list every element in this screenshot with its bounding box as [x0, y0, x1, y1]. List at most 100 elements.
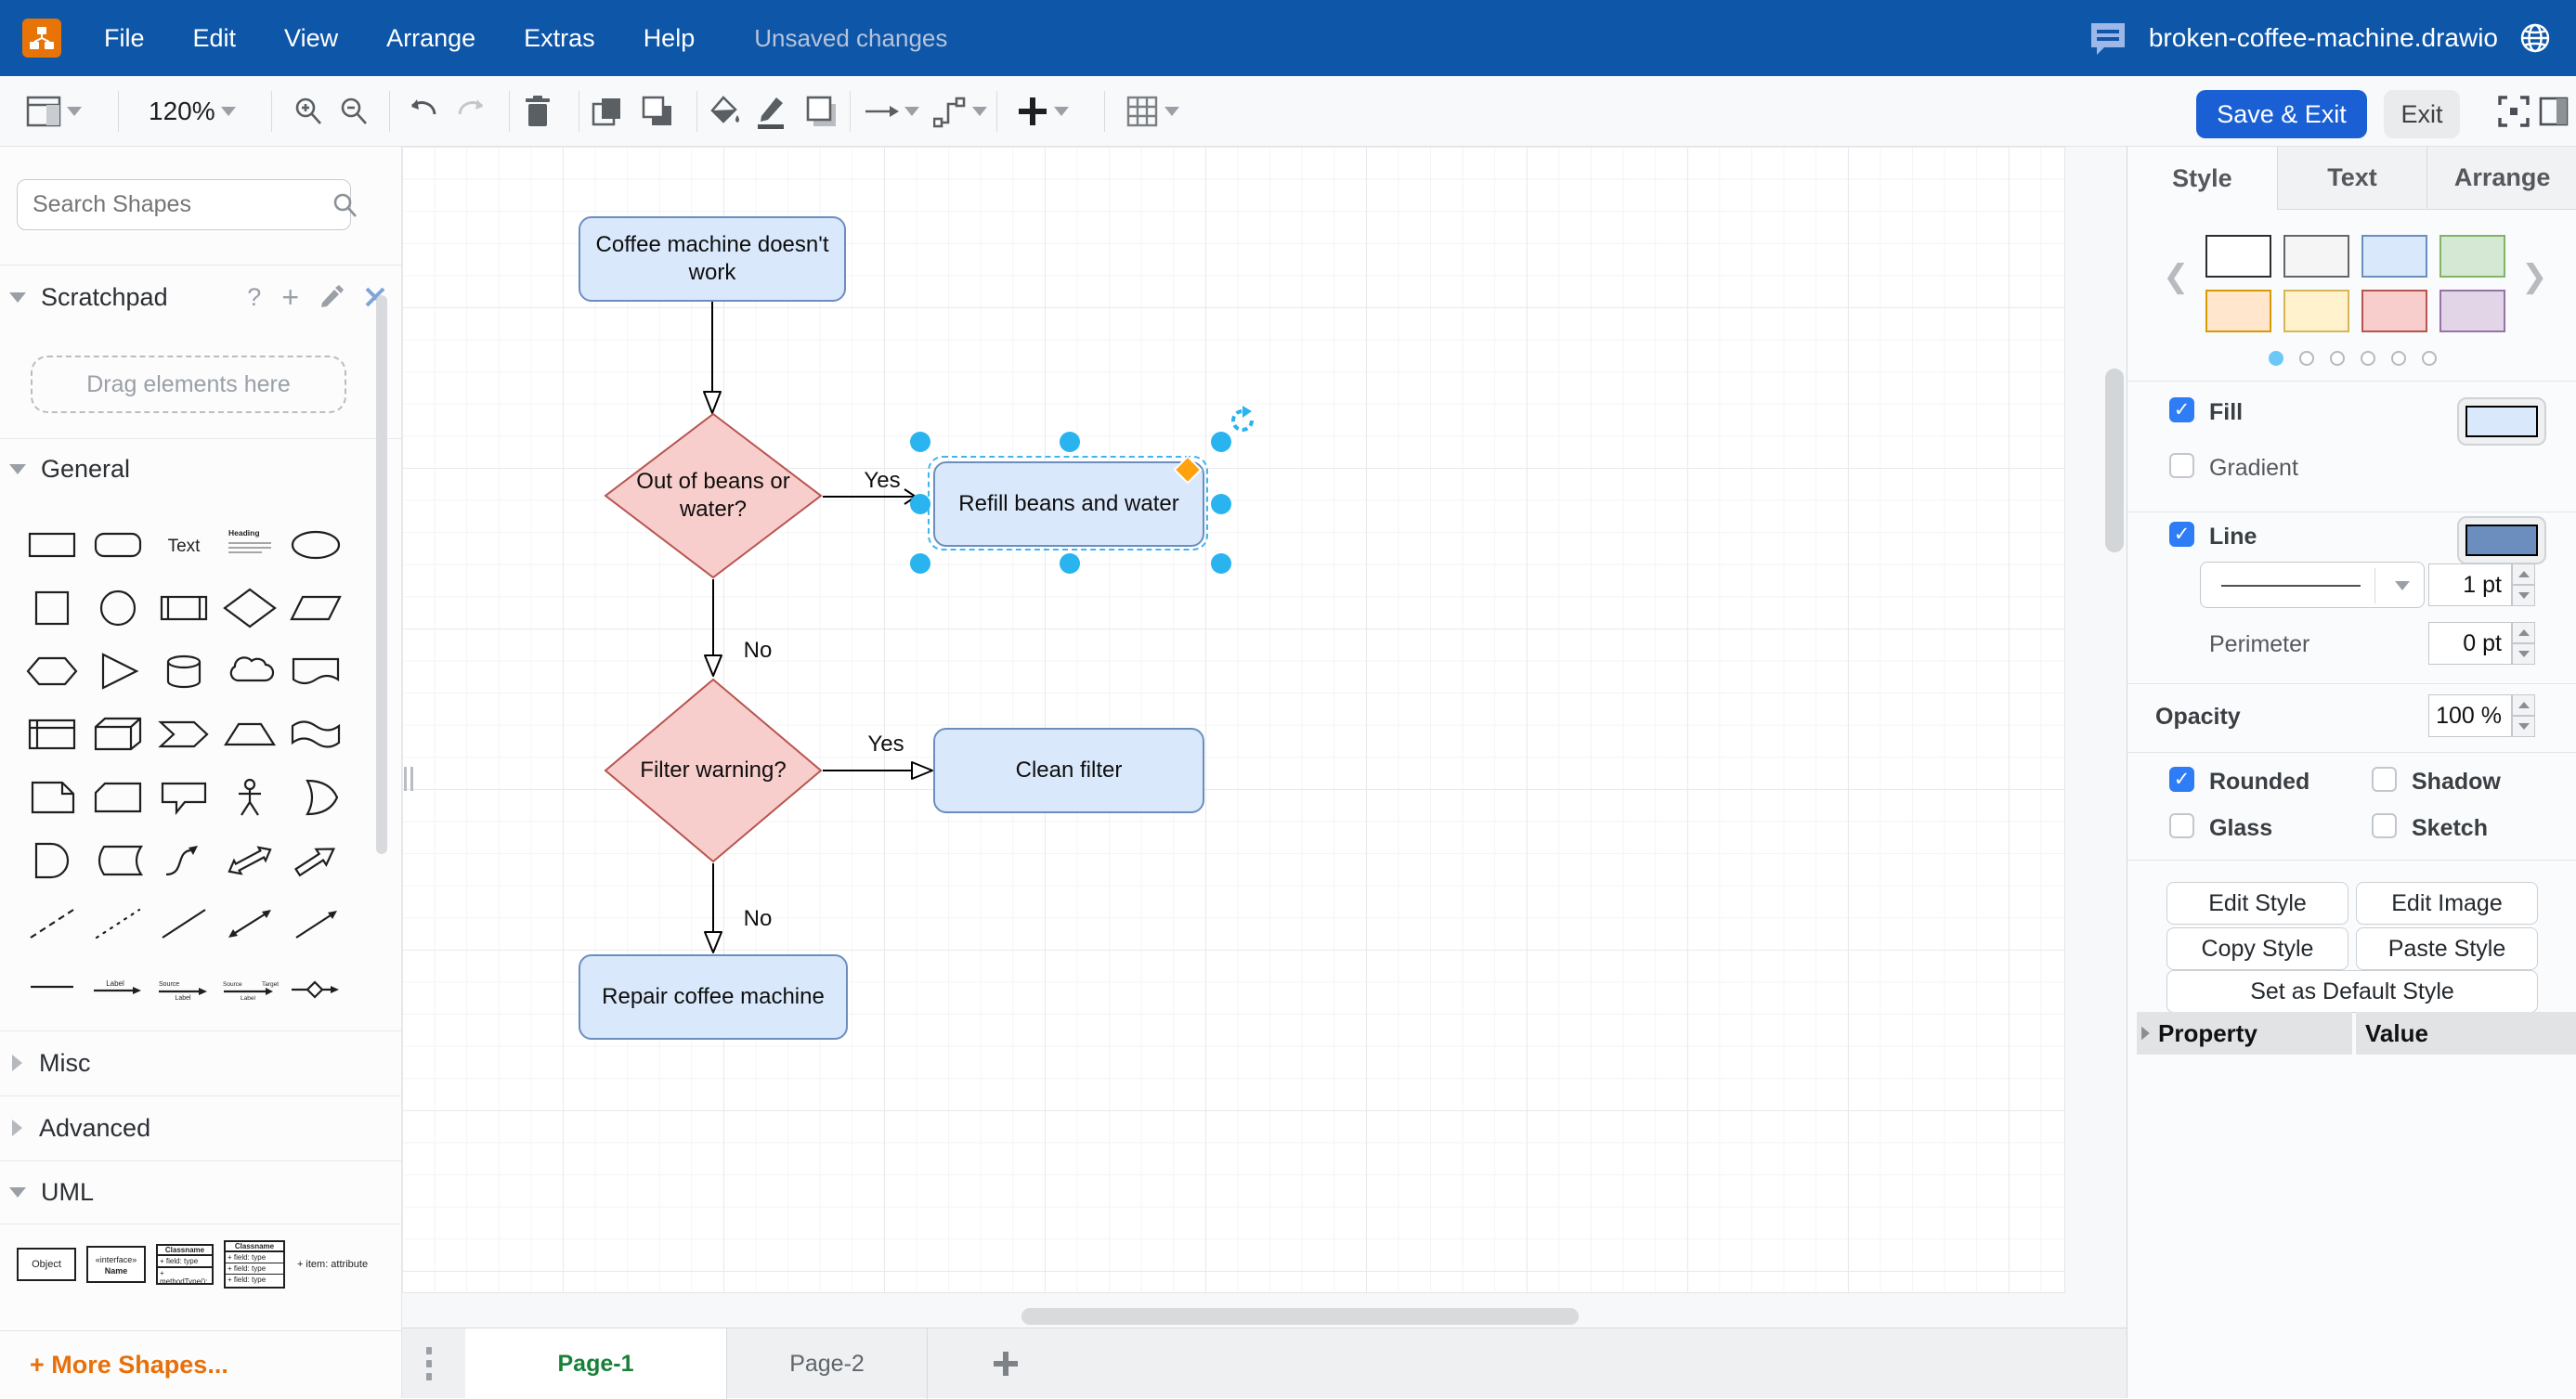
zoom-in-icon[interactable]: [293, 96, 324, 127]
shape-process-icon[interactable]: [150, 576, 216, 640]
style-preset-0[interactable]: [2205, 235, 2271, 278]
edit-style-button[interactable]: Edit Style: [2166, 882, 2348, 925]
perimeter-input[interactable]: 0 pt: [2428, 622, 2512, 665]
shape-arrow-shape-icon[interactable]: [282, 829, 348, 892]
shadow-icon[interactable]: [804, 95, 839, 128]
shape-uml-class2-icon[interactable]: Classname + field: type + methodType(): …: [156, 1244, 214, 1285]
glass-checkbox[interactable]: [2169, 813, 2194, 838]
diagram-canvas[interactable]: Coffee machine doesn't work Out of beans…: [402, 147, 2127, 1328]
shape-uml-interface-icon[interactable]: «interface» Name: [86, 1246, 146, 1283]
exit-button[interactable]: Exit: [2384, 90, 2460, 138]
gradient-checkbox[interactable]: [2169, 453, 2194, 478]
style-preset-3[interactable]: [2439, 235, 2505, 278]
shape-link-icon[interactable]: [19, 955, 85, 1018]
perimeter-stepper[interactable]: [2512, 622, 2535, 665]
fullscreen-icon[interactable]: [2498, 95, 2530, 127]
selection-handle-sw[interactable]: [910, 553, 930, 574]
paste-style-button[interactable]: Paste Style: [2356, 927, 2538, 970]
format-panel-toggle-icon[interactable]: [2539, 97, 2569, 126]
shape-text-icon[interactable]: Text: [150, 513, 216, 576]
shape-triangle-icon[interactable]: [85, 640, 150, 703]
shape-dashed-line-icon[interactable]: [19, 892, 85, 955]
insert-icon[interactable]: [1017, 96, 1069, 127]
opacity-stepper[interactable]: [2512, 694, 2535, 737]
style-preset-2[interactable]: [2361, 235, 2427, 278]
shape-hexagon-icon[interactable]: [19, 640, 85, 703]
selection-handle-se[interactable]: [1211, 553, 1231, 574]
canvas-vertical-scrollbar[interactable]: [2105, 369, 2124, 552]
selection-handle-n[interactable]: [1060, 432, 1080, 452]
line-color-swatch[interactable]: [2457, 516, 2546, 564]
general-section-header[interactable]: General: [0, 438, 401, 499]
style-preset-1[interactable]: [2283, 235, 2349, 278]
style-preset-6[interactable]: [2361, 290, 2427, 332]
waypoints-icon[interactable]: [933, 95, 987, 128]
sidebar-scrollbar[interactable]: [376, 295, 387, 854]
scratchpad-section-header[interactable]: Scratchpad ? +: [0, 265, 401, 330]
node-start[interactable]: Coffee machine doesn't work: [579, 216, 846, 302]
shape-double-arrow-icon[interactable]: [216, 829, 282, 892]
shape-arrow-with-label-icon[interactable]: Label: [85, 955, 150, 1018]
edge-label-no1[interactable]: No: [743, 638, 773, 663]
shape-ellipse-icon[interactable]: [282, 513, 348, 576]
style-preset-4[interactable]: [2205, 290, 2271, 332]
tab-arrange[interactable]: Arrange: [2426, 147, 2576, 210]
line-checkbox[interactable]: [2169, 522, 2194, 547]
value-header[interactable]: Value: [2356, 1012, 2576, 1055]
shape-cube-icon[interactable]: [85, 703, 150, 766]
shape-actor-icon[interactable]: [216, 766, 282, 829]
line-color-icon[interactable]: [754, 94, 787, 129]
shape-uml-object-icon[interactable]: Object: [17, 1248, 76, 1281]
line-width-stepper[interactable]: [2512, 563, 2535, 606]
shape-cloud-icon[interactable]: [216, 640, 282, 703]
presets-page-dot-2[interactable]: [2329, 351, 2345, 366]
node-decision1-shape[interactable]: [604, 412, 823, 579]
shape-trapezoid-icon[interactable]: [216, 703, 282, 766]
menu-edit[interactable]: Edit: [192, 23, 237, 52]
copy-style-button[interactable]: Copy Style: [2166, 927, 2348, 970]
set-default-style-button[interactable]: Set as Default Style: [2166, 970, 2538, 1013]
tab-page-2[interactable]: Page-2: [727, 1328, 928, 1399]
edge-label-yes2[interactable]: Yes: [867, 732, 904, 757]
shape-document-icon[interactable]: [282, 640, 348, 703]
search-icon[interactable]: [332, 192, 358, 218]
shape-note-icon[interactable]: [19, 766, 85, 829]
comments-icon[interactable]: [2088, 19, 2128, 57]
opacity-input[interactable]: 100 %: [2428, 694, 2512, 737]
presets-next-icon[interactable]: ❯: [2521, 259, 2548, 294]
shape-card-icon[interactable]: [85, 766, 150, 829]
sketch-checkbox[interactable]: [2372, 813, 2397, 838]
add-page-icon[interactable]: [991, 1349, 1021, 1379]
shape-arrow-with-diamond-icon[interactable]: [282, 955, 348, 1018]
fill-checkbox[interactable]: [2169, 397, 2194, 422]
drawing-page[interactable]: [402, 147, 2065, 1293]
menu-extras[interactable]: Extras: [524, 23, 595, 52]
menu-view[interactable]: View: [284, 23, 339, 52]
presets-page-dot-4[interactable]: [2390, 351, 2406, 366]
shape-curve-icon[interactable]: [150, 829, 216, 892]
canvas-horizontal-scrollbar[interactable]: [1021, 1308, 1579, 1325]
shadow-checkbox[interactable]: [2372, 767, 2397, 792]
shape-bidirectional-arrow-icon[interactable]: [216, 892, 282, 955]
edit-image-button[interactable]: Edit Image: [2356, 882, 2538, 925]
presets-page-dot-1[interactable]: [2298, 351, 2314, 366]
rotate-handle-icon[interactable]: [1227, 405, 1258, 436]
node-refill[interactable]: Refill beans and water: [933, 461, 1204, 547]
selection-handle-s[interactable]: [1060, 553, 1080, 574]
node-decision2-label[interactable]: Filter warning?: [640, 758, 787, 783]
rounded-checkbox[interactable]: [2169, 767, 2194, 792]
presets-prev-icon[interactable]: ❮: [2163, 259, 2190, 294]
presets-page-dot-3[interactable]: [2360, 351, 2375, 366]
node-repair[interactable]: Repair coffee machine: [579, 954, 848, 1040]
zoom-out-icon[interactable]: [338, 96, 370, 127]
selection-handle-e[interactable]: [1211, 494, 1231, 514]
language-globe-icon[interactable]: [2518, 21, 2552, 55]
shape-uml-class3-icon[interactable]: Classname + field: type + field: type + …: [224, 1240, 285, 1289]
uml-section-header[interactable]: UML: [0, 1160, 401, 1224]
node-clean[interactable]: Clean filter: [933, 728, 1204, 813]
scratchpad-add-icon[interactable]: +: [281, 279, 299, 314]
delete-icon[interactable]: [523, 95, 553, 128]
expand-properties-icon[interactable]: [2141, 1026, 2150, 1041]
